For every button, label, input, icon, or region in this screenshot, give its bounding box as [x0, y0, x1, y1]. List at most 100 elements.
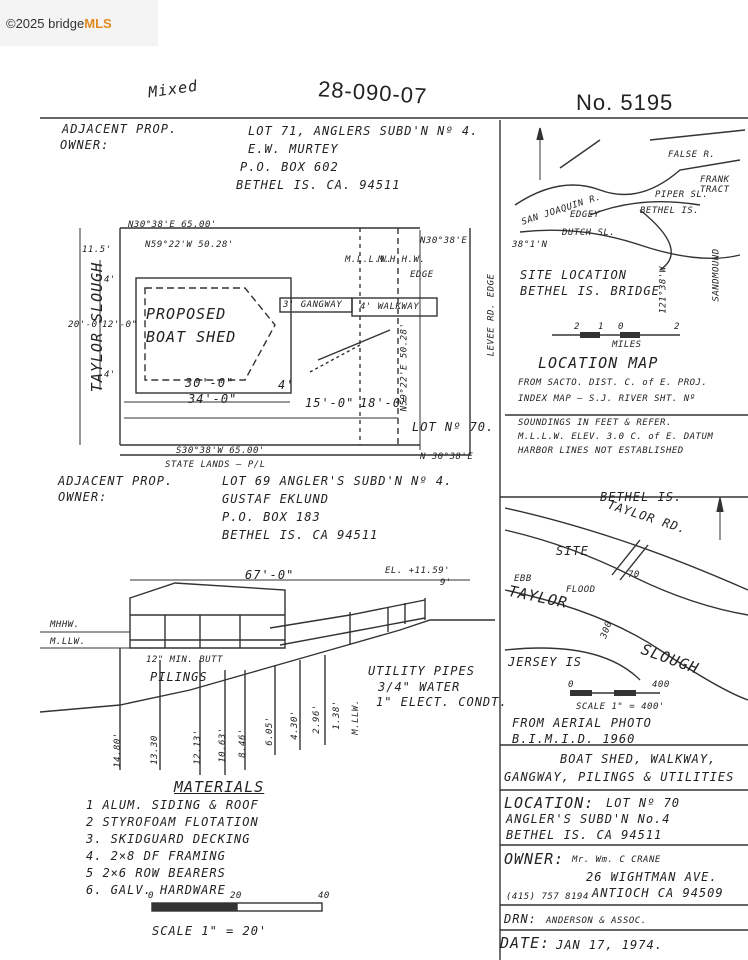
section-mllw-small: M.LLW. — [350, 699, 361, 735]
adjacent-south-owner-label: OWNER: — [58, 490, 108, 504]
adjacent-south-po: P.O. BOX 183 — [222, 510, 321, 524]
scale-tick-40: 40 — [318, 891, 330, 901]
place-false-river: FALSE R. — [668, 150, 716, 160]
bottom-right-bearing: N 30°38'E — [420, 452, 474, 462]
sounding-2: 13.30 — [149, 735, 160, 765]
coord-lat: 38°1'N — [512, 240, 548, 250]
bimid-label: B.I.M.I.D. 1960 — [512, 732, 636, 746]
place-sandmound: SANDMOUND — [711, 248, 722, 302]
vicinity-site: SITE — [556, 544, 589, 558]
scale-tick-0: 0 — [148, 891, 154, 901]
section-elevation: EL. +11.59' — [385, 566, 451, 576]
place-piper-sl: PIPER SL. — [655, 190, 709, 200]
adjacent-north-po: P.O. BOX 602 — [240, 160, 339, 174]
adjacent-south-lot: LOT 69 ANGLER'S SUBD'N Nº 4. — [222, 474, 453, 488]
place-frank-tract: FRANK TRACT — [700, 175, 730, 195]
drawn-label: DRN: — [504, 912, 537, 926]
diagonal-bearing: N59°22'W 50.28' — [145, 240, 234, 250]
location-city: BETHEL IS. CA 94511 — [506, 828, 663, 842]
owner-street: 26 WIGHTMAN AVE. — [586, 870, 718, 884]
sounding-9: 1.38' — [331, 700, 342, 730]
scale-tick-20: 20 — [230, 891, 242, 901]
dim-left-5: 4' — [104, 370, 116, 380]
title-desc-1: BOAT SHED, WALKWAY, — [560, 752, 717, 766]
adjacent-north-owner-label: OWNER: — [60, 138, 110, 152]
vicinity-dim-70: 70 — [628, 570, 640, 580]
vicinity-scale: SCALE 1" = 400' — [576, 702, 665, 712]
boat-shed-label: BOAT SHED — [146, 328, 237, 346]
bottom-bearing: S30°38'W 65.00' — [176, 446, 265, 456]
gangway-label: 3' GANGWAY — [283, 300, 343, 310]
adjacent-north-label: ADJACENT PROP. — [62, 122, 178, 136]
permit-number: No. 5195 — [576, 90, 674, 115]
section-mhhw: MHHW. — [50, 620, 80, 630]
adjacent-north-city: BETHEL IS. CA. 94511 — [236, 178, 401, 192]
adjacent-south-name: GUSTAF EKLUND — [222, 492, 329, 506]
vicinity-jersey: JERSEY IS — [508, 655, 583, 669]
location-from: FROM SACTO. DIST. C. of E. PROJ. — [518, 378, 708, 388]
vicinity-bethel: BETHEL IS. — [600, 490, 683, 504]
vicinity-scale-tick-400: 400 — [652, 680, 670, 690]
dim-15ft: 15'-0" — [305, 396, 355, 410]
right-bearing: N30°38'E — [420, 236, 468, 246]
material-item-6: 6. GALV. HARDWARE — [86, 883, 226, 897]
dim-34ft: 34'-0" — [188, 392, 238, 406]
title-desc-2: GANGWAY, PILINGS & UTILITIES — [504, 770, 735, 784]
material-item-2: 2 STYROFOAM FLOTATION — [86, 815, 259, 829]
state-lands-label: STATE LANDS — P/L — [165, 460, 266, 470]
dim-4ft: 4' — [278, 378, 295, 392]
material-item-1: 1 ALUM. SIDING & ROOF — [86, 798, 259, 812]
sounding-4: 10.63' — [217, 727, 228, 763]
harbor-note: HARBOR LINES NOT ESTABLISHED — [518, 446, 684, 456]
vicinity-ebb: EBB — [514, 574, 532, 584]
lot-70-label: LOT Nº 70. — [412, 420, 495, 434]
loc-scale-tick-2: 1 — [598, 322, 604, 332]
section-width: 67'-0" — [245, 568, 295, 582]
owner-city: ANTIOCH CA 94509 — [592, 886, 724, 900]
mllw-note: M.L.L.W. ELEV. 3.0 C. of E. DATUM — [518, 432, 714, 442]
top-bearing: N30°38'E 65.00' — [128, 220, 217, 230]
adjacent-north-lot: LOT 71, ANGLERS SUBD'N Nº 4. — [248, 124, 479, 138]
adjacent-south-city: BETHEL IS. CA 94511 — [222, 528, 379, 542]
watermark-brand: MLS — [84, 15, 112, 31]
dim-left-1: 11.5' — [82, 245, 112, 255]
location-index: INDEX MAP — S.J. RIVER SHT. Nº — [518, 394, 696, 404]
levee-road-label: LEVEE RD. EDGE — [486, 273, 497, 357]
adjacent-north-name: E.W. MURTEY — [248, 142, 339, 156]
material-item-5: 5 2×6 ROW BEARERS — [86, 866, 226, 880]
place-dutch-sl: DUTCH SL. — [562, 228, 616, 238]
section-elevation-small: 9' — [440, 578, 452, 588]
proposed-label: PROPOSED — [146, 305, 227, 323]
miles-label: MILES — [612, 340, 642, 350]
material-item-4: 4. 2×8 DF FRAMING — [86, 849, 226, 863]
pilings-label: PILINGS — [150, 670, 208, 684]
edge-label: EDGE — [410, 270, 434, 280]
date-value: JAN 17, 1974. — [556, 938, 663, 952]
dim-left-2: 4' — [104, 275, 116, 285]
dim-left-4: 12'-0" — [102, 320, 138, 330]
site-location-label: SITE LOCATION — [520, 268, 627, 282]
sounding-3: 12.13' — [192, 729, 203, 765]
owner-name: Mr. Wm. C CRANE — [572, 855, 661, 865]
loc-scale-tick-1: 2 — [574, 322, 580, 332]
elect-label: 1" ELECT. CONDT. — [376, 695, 508, 709]
location-label: LOCATION: — [504, 794, 595, 812]
date-label: DATE: — [500, 934, 551, 952]
soundings-note: SOUNDINGS IN FEET & REFER. — [518, 418, 672, 428]
location-lot: LOT Nº 70 — [606, 796, 681, 810]
sounding-8: 2.96' — [311, 704, 322, 734]
mllw-label: M.L.L.W. — [345, 255, 393, 265]
sounding-5: 8.46' — [237, 728, 248, 758]
dim-5028: N59°22'E 50.28' — [399, 322, 410, 412]
loc-scale-tick-4: 2 — [674, 322, 680, 332]
sounding-6: 6.05' — [264, 716, 275, 746]
utility-label: UTILITY PIPES — [368, 664, 475, 678]
sounding-7: 4.30' — [289, 710, 300, 740]
vicinity-flood: FLOOD — [566, 585, 596, 595]
watermark-prefix: ©2025 bridge — [6, 15, 85, 31]
walkway-label: 4' WALKWAY — [360, 302, 420, 312]
section-mllw: M.LLW. — [50, 637, 86, 647]
dim-left-3: 20'-0" — [68, 320, 104, 330]
sounding-1: 14.80' — [112, 732, 123, 768]
